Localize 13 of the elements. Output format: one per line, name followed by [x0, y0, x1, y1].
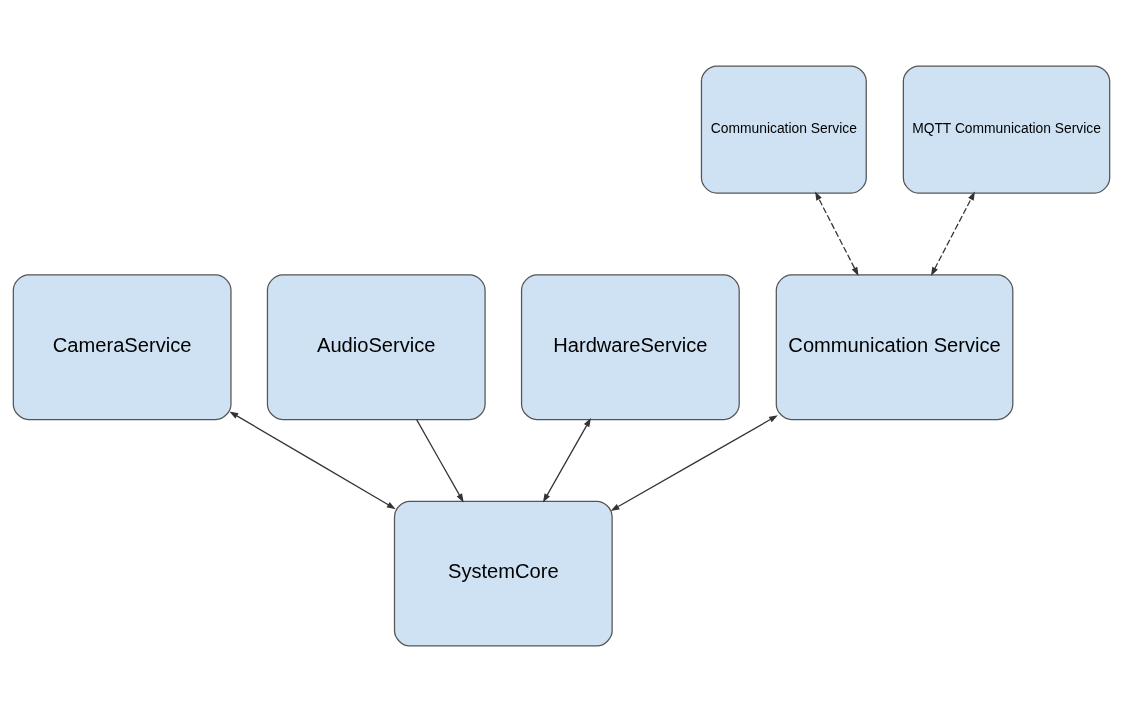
node-box: MQTT Communication Service [902, 64, 1111, 194]
arrow [815, 190, 859, 276]
node-box: SystemCore [393, 500, 613, 647]
arrow [229, 410, 396, 509]
arrow [930, 190, 975, 276]
node-box: CameraService [12, 273, 232, 420]
arrow [610, 414, 778, 511]
node-box: HardwareService [520, 273, 740, 420]
node-box: AudioService [266, 273, 486, 420]
arrow [416, 418, 464, 503]
node-box: Communication Service [775, 273, 1014, 420]
arrow [542, 417, 591, 503]
node-box: Communication Service [700, 64, 867, 194]
